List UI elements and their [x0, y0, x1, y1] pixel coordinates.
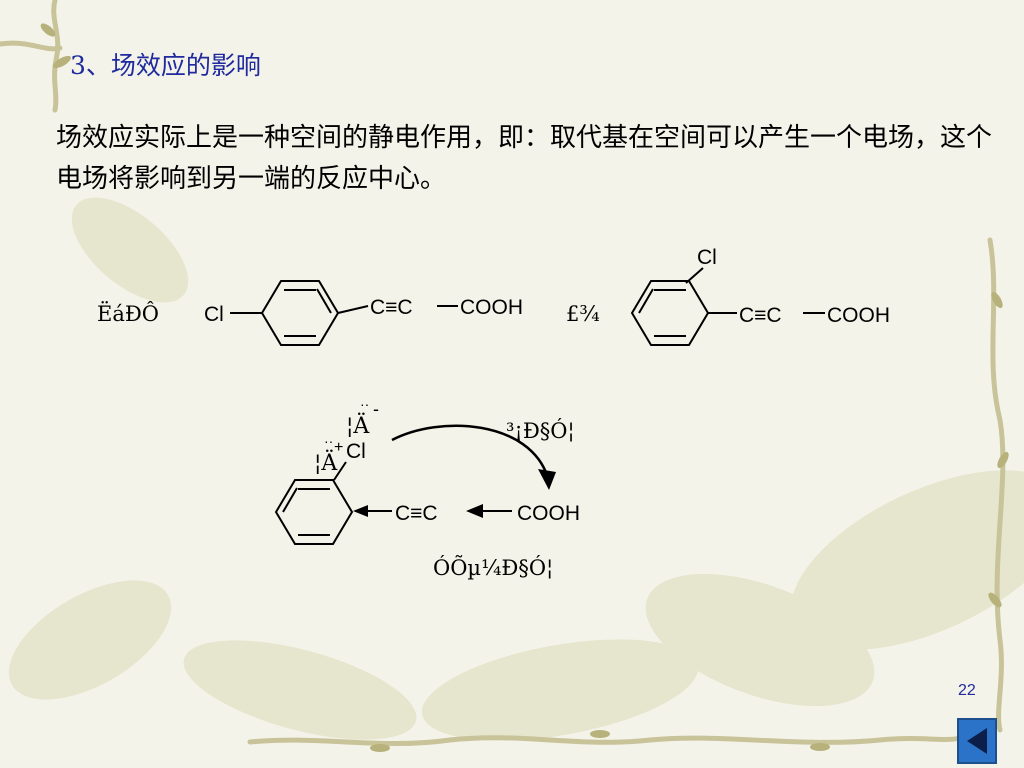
dipole-bottom-charge: + — [334, 439, 343, 456]
field-effect-arrow — [391, 424, 550, 479]
dipole-bottom-symbol: ¦Ä — [314, 449, 338, 476]
field-effect-label: ³¡Ð§Ó¦ — [506, 418, 575, 443]
acid-group-2: COOH — [827, 304, 890, 327]
triple-bond-2: C≡C — [739, 304, 782, 327]
slide-paragraph: 场效应实际上是一种空间的静电作用，即：取代基在空间可以产生一个电场，这个电场将影… — [56, 123, 993, 194]
left-triangle-icon — [967, 728, 987, 754]
benzene-ring-1 — [260, 280, 340, 346]
ring-cl-bond — [333, 461, 347, 481]
row1-label: ËáÐÔ — [97, 301, 159, 326]
slide-heading: 3、场效应的影响 — [70, 51, 261, 80]
page-number: 22 — [958, 682, 976, 699]
inductive-arrowhead-1 — [353, 505, 368, 517]
triple-bond-1: C≡C — [370, 296, 413, 319]
inductive-arrowhead-2 — [466, 504, 483, 518]
dipole-top-symbol: ¦Ä — [346, 412, 370, 439]
dipole-top-dot: ·· — [360, 396, 369, 412]
benzene-ring-2 — [630, 280, 710, 346]
ortho-substituent: Cl — [697, 246, 717, 269]
inductive-effect-label: ÓÕµ¼Ð§Ó¦ — [433, 555, 553, 580]
comparison-symbol: £¾ — [566, 302, 600, 326]
para-substituent: Cl — [204, 303, 224, 326]
benzene-ring-3 — [274, 479, 354, 545]
dipole-atom: Cl — [346, 440, 366, 463]
field-effect-arrowhead — [538, 469, 556, 490]
acid-group-1: COOH — [460, 296, 523, 319]
ring-alkyne-bond-1 — [337, 305, 369, 314]
dipole-top-charge: - — [373, 399, 379, 419]
previous-slide-button[interactable] — [957, 718, 997, 764]
triple-bond-3: C≡C — [395, 502, 438, 525]
acid-group-3: COOH — [517, 502, 580, 525]
dipole-bottom-dot: ·· — [324, 433, 333, 449]
